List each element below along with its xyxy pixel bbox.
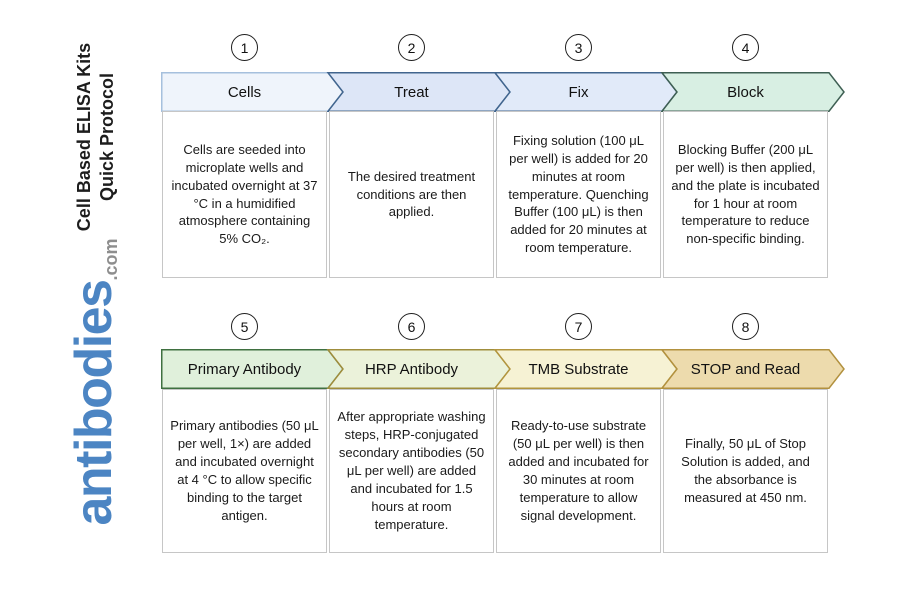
step-number-1: 1 bbox=[231, 34, 258, 61]
arrow-label-4: Block bbox=[727, 83, 764, 101]
arrow-label-3: Fix bbox=[568, 83, 589, 101]
title-line-2: Quick Protocol bbox=[97, 72, 117, 202]
description-step-8-text: Finally, 50 μL of Stop Solution is added… bbox=[681, 436, 810, 505]
step-number-2: 2 bbox=[398, 34, 425, 61]
step-number-8-text: 8 bbox=[741, 318, 750, 335]
arrow-row-1 bbox=[161, 72, 845, 112]
arrow-row-2 bbox=[161, 349, 845, 389]
step-number-5-text: 5 bbox=[240, 318, 249, 335]
description-step-6-text: After appropriate washing steps, HRP-con… bbox=[337, 409, 486, 532]
description-step-6: After appropriate washing steps, HRP-con… bbox=[329, 389, 494, 553]
description-step-5: Primary antibodies (50 μL per well, 1×) … bbox=[162, 389, 327, 553]
step-number-4: 4 bbox=[732, 34, 759, 61]
arrow-label-8: STOP and Read bbox=[690, 360, 801, 378]
step-number-1-text: 1 bbox=[240, 39, 249, 56]
description-step-7: Ready-to-use substrate (50 μL per well) … bbox=[496, 389, 661, 553]
arrow-label-5: Primary Antibody bbox=[187, 360, 302, 378]
arrow-step-4 bbox=[660, 72, 845, 112]
step-number-7: 7 bbox=[565, 313, 592, 340]
description-step-3-text: Fixing solution (100 μL per well) is add… bbox=[508, 132, 649, 256]
step-number-3-text: 3 bbox=[574, 39, 583, 56]
title-line-1: Cell Based ELISA Kits bbox=[74, 42, 94, 232]
description-step-1-text: Cells are seeded into microplate wells a… bbox=[171, 141, 318, 247]
step-number-8: 8 bbox=[732, 313, 759, 340]
arrow-label-6: HRP Antibody bbox=[364, 360, 459, 378]
description-step-2-text: The desired treatment conditions are the… bbox=[347, 168, 476, 220]
description-step-5-text: Primary antibodies (50 μL per well, 1×) … bbox=[170, 418, 319, 523]
step-number-6: 6 bbox=[398, 313, 425, 340]
arrow-label-2: Treat bbox=[394, 83, 429, 101]
description-step-8: Finally, 50 μL of Stop Solution is added… bbox=[663, 389, 828, 553]
description-step-2: The desired treatment conditions are the… bbox=[329, 111, 494, 278]
description-step-1: Cells are seeded into microplate wells a… bbox=[162, 111, 327, 278]
step-number-5: 5 bbox=[231, 313, 258, 340]
description-step-4-text: Blocking Buffer (200 μL per well) is the… bbox=[671, 141, 820, 247]
description-step-3: Fixing solution (100 μL per well) is add… bbox=[496, 111, 661, 278]
brand-logo-suffix: .com bbox=[101, 238, 121, 281]
arrow-label-1: Cells bbox=[227, 83, 262, 101]
step-number-4-text: 4 bbox=[741, 39, 750, 56]
step-number-3: 3 bbox=[565, 34, 592, 61]
step-number-6-text: 6 bbox=[407, 318, 416, 335]
description-step-7-text: Ready-to-use substrate (50 μL per well) … bbox=[508, 418, 649, 523]
step-number-2-text: 2 bbox=[407, 39, 416, 56]
description-step-4: Blocking Buffer (200 μL per well) is the… bbox=[663, 111, 828, 278]
arrow-step-8 bbox=[660, 349, 845, 389]
step-number-7-text: 7 bbox=[574, 318, 583, 335]
arrow-label-7: TMB Substrate bbox=[528, 360, 629, 378]
brand-logo: antibodies.com bbox=[64, 238, 124, 525]
vertical-title: Cell Based ELISA Kits Quick Protocol bbox=[73, 43, 119, 231]
brand-logo-text: antibodies bbox=[65, 280, 123, 526]
